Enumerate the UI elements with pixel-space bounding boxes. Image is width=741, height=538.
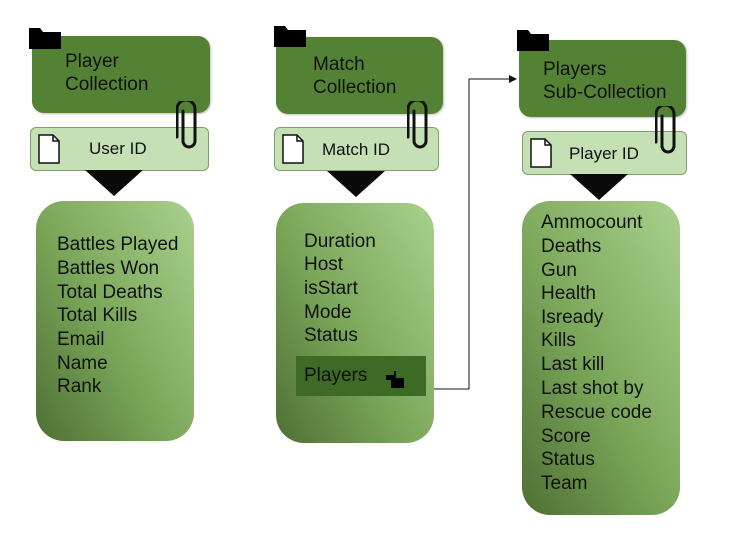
- players-subcollection-label: Players: [304, 365, 368, 386]
- player-id-pointer-triangle: [570, 174, 628, 200]
- players-subcollection-button[interactable]: Players: [296, 356, 426, 396]
- players-subcollection-field: Score: [541, 426, 591, 447]
- folder-icon: [29, 28, 61, 49]
- match-id-label: Match ID: [322, 140, 391, 159]
- pointer-hand-icon: [386, 371, 404, 388]
- player-collection-title-line1: Player: [65, 51, 119, 72]
- players-subcollection-field: Rescue code: [541, 402, 652, 423]
- player-field: Email: [57, 329, 105, 350]
- player-collection-title-line2: Collection: [65, 74, 149, 95]
- player-field: Battles Won: [57, 258, 160, 279]
- players-subcollection-field: Ammocount: [541, 212, 643, 233]
- players-subcollection-field: Gun: [541, 260, 577, 281]
- match-collection-header: Match Collection: [276, 37, 443, 114]
- match-field: Host: [304, 254, 344, 275]
- match-fields-box: Duration Host isStart Mode Status: [276, 203, 434, 443]
- players-subcollection-field: Isready: [541, 307, 604, 328]
- player-fields-box: Battles Played Battles Won Total Deaths …: [36, 201, 194, 441]
- match-collection-title-line2: Collection: [313, 77, 397, 98]
- document-icon: [38, 134, 60, 164]
- match-id-box: Match ID: [274, 127, 439, 171]
- user-id-pointer-triangle: [85, 170, 143, 196]
- match-field: Mode: [304, 302, 352, 323]
- player-id-box: Player ID: [522, 131, 687, 175]
- players-subcollection-title-line2: Sub-Collection: [543, 82, 667, 103]
- players-subcollection-fields-box: Ammocount Deaths Gun Health Isready Kill…: [522, 201, 680, 515]
- match-field: Status: [304, 325, 358, 346]
- match-collection-title-line1: Match: [313, 54, 365, 75]
- players-subcollection-title-line1: Players: [543, 59, 607, 80]
- players-subcollection-field: Team: [541, 473, 588, 494]
- players-subcollection-field: Kills: [541, 330, 576, 351]
- players-subcollection-field: Last kill: [541, 354, 605, 375]
- player-field: Battles Played: [57, 234, 179, 255]
- players-subcollection-field: Last shot by: [541, 378, 644, 399]
- folder-icon: [517, 30, 549, 51]
- paperclip-icon: [176, 101, 197, 149]
- paperclip-icon: [655, 106, 676, 154]
- player-field: Total Kills: [57, 305, 138, 326]
- players-subcollection-field: Deaths: [541, 236, 602, 257]
- user-id-label: User ID: [89, 139, 147, 158]
- player-field: Total Deaths: [57, 282, 163, 303]
- match-field: isStart: [304, 278, 358, 299]
- match-id-pointer-triangle: [327, 171, 385, 197]
- folder-icon: [274, 26, 306, 47]
- player-field: Rank: [57, 376, 102, 397]
- players-subcollection-field: Status: [541, 449, 595, 470]
- players-subcollection-header: Players Sub-Collection: [519, 40, 686, 117]
- match-field: Duration: [304, 231, 376, 252]
- players-subcollection-field: Health: [541, 283, 596, 304]
- player-id-label: Player ID: [569, 144, 639, 163]
- document-icon: [282, 134, 304, 164]
- paperclip-icon: [407, 101, 428, 149]
- document-icon: [530, 138, 552, 168]
- player-field: Name: [57, 353, 108, 374]
